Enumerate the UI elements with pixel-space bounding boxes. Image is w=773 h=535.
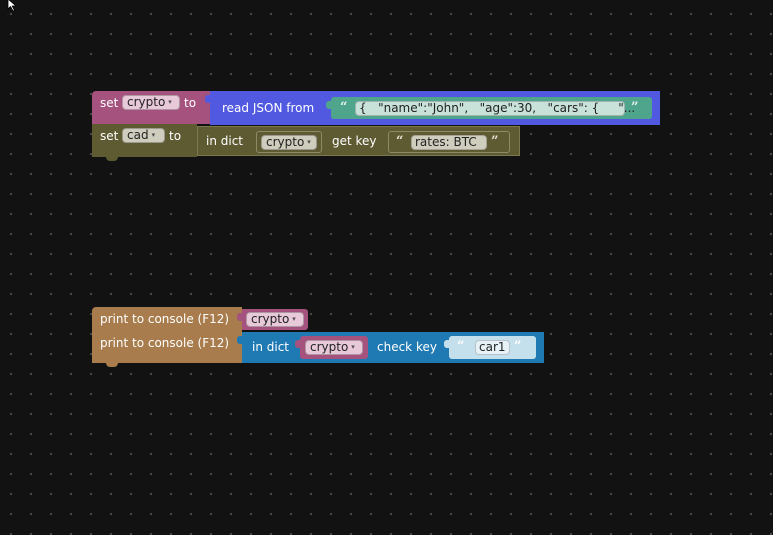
input-connector xyxy=(326,101,331,109)
print-console-block[interactable]: print to console (F12) xyxy=(92,332,242,363)
to-label: to xyxy=(169,129,182,143)
print-label: print to console (F12) xyxy=(100,336,230,350)
open-quote-icon: “ xyxy=(396,134,404,149)
dict-check-key-block[interactable]: in dict crypto▾ check key “ car1 ” xyxy=(237,332,544,363)
set-crypto-block[interactable]: set crypto▾ to xyxy=(92,91,210,124)
json-text-value: { "name":"John", "age":30, "cars": { "..… xyxy=(359,101,636,115)
variable-name: crypto xyxy=(266,135,305,149)
variable-name: crypto xyxy=(127,95,166,109)
chevron-down-icon: ▾ xyxy=(307,138,311,146)
mouse-cursor-icon xyxy=(7,0,18,11)
input-connector xyxy=(237,336,242,344)
close-quote-icon: ” xyxy=(491,134,499,149)
input-connector xyxy=(237,313,242,321)
variable-block-crypto[interactable]: crypto▾ xyxy=(237,309,308,330)
set-label: set xyxy=(100,96,119,110)
key-text-value: car1 xyxy=(479,340,506,354)
dict-get-key-block[interactable]: in dict crypto▾ get key “ rates: BTC ” xyxy=(192,126,520,156)
close-quote-icon: ” xyxy=(514,339,522,354)
print-console-block[interactable]: print to console (F12) xyxy=(92,307,242,332)
variable-name: crypto xyxy=(310,340,349,354)
variable-dropdown-crypto[interactable]: crypto▾ xyxy=(122,95,180,110)
chevron-down-icon: ▾ xyxy=(151,131,156,139)
check-key-label: check key xyxy=(377,340,437,354)
variable-dropdown-crypto[interactable]: crypto▾ xyxy=(261,135,317,150)
chevron-down-icon: ▾ xyxy=(292,315,296,323)
in-dict-label: in dict xyxy=(252,340,290,354)
print-label: print to console (F12) xyxy=(100,312,230,326)
chevron-down-icon: ▾ xyxy=(351,343,355,351)
json-text-field[interactable]: { "name":"John", "age":30, "cars": { "..… xyxy=(355,101,635,116)
read-json-label: read JSON from xyxy=(222,101,315,115)
in-dict-label: in dict xyxy=(206,134,244,148)
key-text-block[interactable]: “ rates: BTC ” xyxy=(388,131,510,153)
json-text-block[interactable]: “ { "name":"John", "age":30, "cars": { "… xyxy=(326,97,652,119)
block-notch xyxy=(106,157,118,161)
input-connector xyxy=(192,131,197,139)
set-label: set xyxy=(100,129,119,143)
key-text-block[interactable]: “ car1 ” xyxy=(444,336,536,359)
variable-name: crypto xyxy=(251,312,290,326)
read-json-block[interactable]: read JSON from “ { "name":"John", "age":… xyxy=(205,91,660,125)
open-quote-icon: “ xyxy=(340,100,348,115)
to-label: to xyxy=(184,96,197,110)
key-text-field[interactable]: car1 xyxy=(475,340,510,355)
close-quote-icon: ” xyxy=(631,100,639,115)
variable-name: cad xyxy=(127,128,149,142)
input-connector xyxy=(205,95,210,103)
variable-dropdown-crypto[interactable]: crypto▾ xyxy=(305,340,363,355)
set-cad-block[interactable]: set cad▾ to xyxy=(92,124,197,157)
get-key-label: get key xyxy=(332,134,377,148)
chevron-down-icon: ▾ xyxy=(168,98,172,106)
key-text-field[interactable]: rates: BTC xyxy=(411,135,487,150)
input-connector xyxy=(444,340,449,348)
key-text-value: rates: BTC xyxy=(415,135,477,149)
block-notch xyxy=(106,363,118,367)
input-connector xyxy=(295,340,300,348)
open-quote-icon: “ xyxy=(457,339,465,354)
dict-variable-block[interactable]: crypto▾ xyxy=(256,131,322,153)
variable-dropdown-cad[interactable]: cad▾ xyxy=(122,128,165,143)
dict-variable-block[interactable]: crypto▾ xyxy=(295,336,368,359)
variable-dropdown-crypto[interactable]: crypto▾ xyxy=(246,312,304,327)
